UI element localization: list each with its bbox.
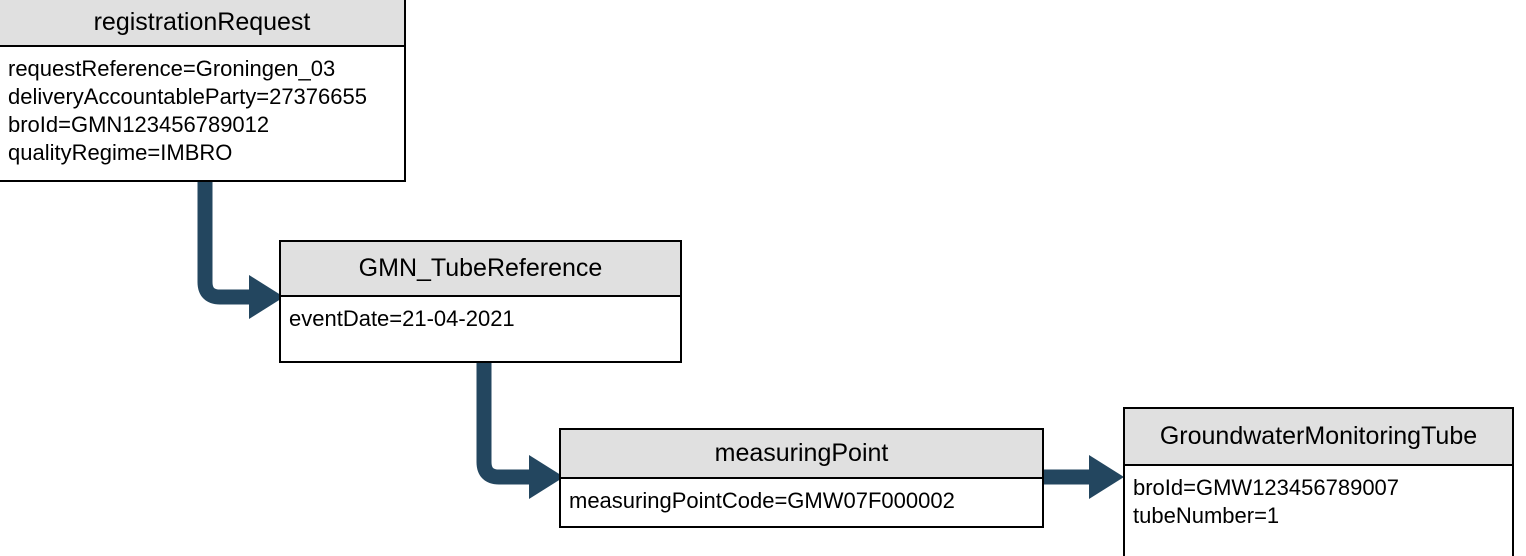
connector-measuring-point-to-groundwater-monitoring-tube <box>1044 455 1124 499</box>
node-groundwater-monitoring-tube[interactable]: GroundwaterMonitoringTube broId=GMW12345… <box>1123 407 1514 556</box>
node-attributes-measuring-point: measuringPointCode=GMW07F000002 <box>561 479 1042 526</box>
attribute-row: eventDate=21-04-2021 <box>289 306 515 331</box>
connector-registration-request-to-gmn-tube-reference <box>197 181 284 319</box>
node-title-groundwater-monitoring-tube: GroundwaterMonitoringTube <box>1125 409 1512 466</box>
attribute-row: tubeNumber=1 <box>1133 502 1280 528</box>
attribute-row: broId=GMN123456789012 <box>8 111 270 137</box>
connector-gmn-tube-reference-to-measuring-point <box>476 362 564 499</box>
node-attributes-gmn-tube-reference: eventDate=21-04-2021 <box>281 297 680 361</box>
attribute-row: qualityRegime=IMBRO <box>8 139 233 165</box>
attribute-row: deliveryAccountableParty=27376655 <box>8 83 367 109</box>
attribute-row: requestReference=Groningen_03 <box>8 56 336 81</box>
connector-line <box>197 181 258 305</box>
node-title-gmn-tube-reference: GMN_TubeReference <box>281 242 680 297</box>
node-attributes-groundwater-monitoring-tube: broId=GMW123456789007 tubeNumber=1 <box>1125 466 1512 556</box>
attribute-row: measuringPointCode=GMW07F000002 <box>569 488 955 513</box>
node-registration-request[interactable]: registrationRequest requestReference=Gro… <box>0 0 406 182</box>
node-gmn-tube-reference[interactable]: GMN_TubeReference eventDate=21-04-2021 <box>279 240 682 363</box>
connector-line <box>476 362 538 485</box>
node-title-registration-request: registrationRequest <box>0 0 404 47</box>
node-attributes-registration-request: requestReference=Groningen_03 deliveryAc… <box>0 47 404 180</box>
arrowhead-icon <box>1089 455 1124 499</box>
node-title-measuring-point: measuringPoint <box>561 430 1042 479</box>
attribute-row: broId=GMW123456789007 <box>1133 475 1400 500</box>
node-measuring-point[interactable]: measuringPoint measuringPointCode=GMW07F… <box>559 428 1044 528</box>
